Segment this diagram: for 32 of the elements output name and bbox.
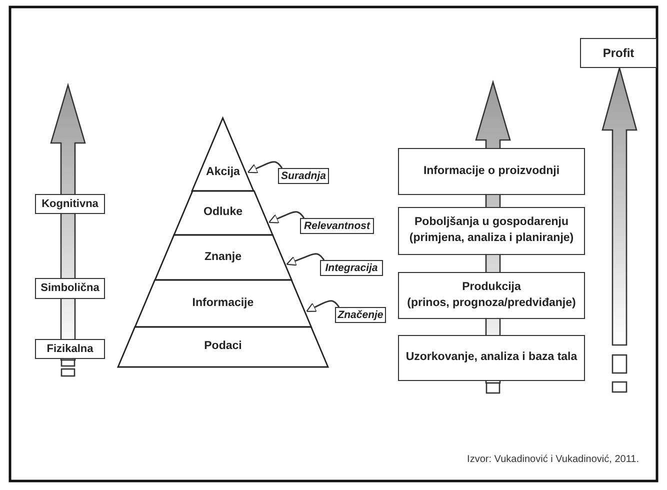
text-box xyxy=(35,194,105,214)
node-label: (prinos, prognoza/predviđanje) xyxy=(407,296,576,310)
label-box xyxy=(278,168,329,184)
node-label: (primjena, analiza i planiranje) xyxy=(409,231,574,246)
block-arrow xyxy=(602,66,638,393)
node-label: Informacije xyxy=(192,296,254,311)
label-box xyxy=(300,218,374,234)
node-label: Fizikalna xyxy=(46,342,94,356)
node-label: Uzorkovanje, analiza i baza tala xyxy=(406,350,578,366)
text-box xyxy=(398,207,585,255)
node-label: Značenje xyxy=(338,308,384,322)
node-label: Akcija xyxy=(206,165,240,180)
source-caption: Izvor: Vukadinović i Vukadinović, 2011. xyxy=(467,454,639,465)
text-box xyxy=(35,278,105,299)
node-label: Poboljšanja u gospodarenju xyxy=(414,215,568,230)
node-label: Odluke xyxy=(204,205,242,220)
text-box xyxy=(398,272,585,319)
node-label: Kognitivna xyxy=(42,196,98,212)
node-label: Profit xyxy=(602,44,634,62)
node-label: Podaci xyxy=(204,339,242,354)
text-box xyxy=(580,38,657,68)
text-box xyxy=(398,148,585,195)
label-box xyxy=(320,260,383,276)
node-label: Produkcija xyxy=(462,280,521,295)
node-label: Suradnja xyxy=(281,168,326,184)
node-label: Znanje xyxy=(204,250,242,265)
text-box xyxy=(398,335,585,381)
node-label: Simbolična xyxy=(40,281,100,296)
node-label: Informacije o proizvodnji xyxy=(423,164,560,179)
node-label: Relevantnost xyxy=(304,218,370,234)
node-label: Integracija xyxy=(325,260,378,276)
text-box xyxy=(35,339,105,359)
